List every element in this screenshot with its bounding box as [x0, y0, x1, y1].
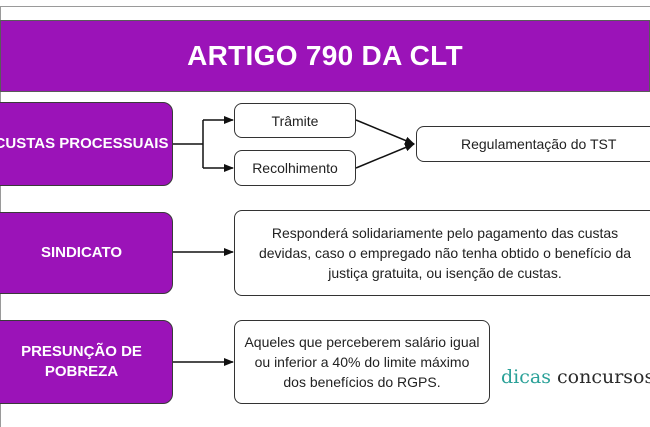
box-sindicato: SINDICATO — [0, 212, 173, 294]
box-custas-label: CUSTAS PROCESSUAIS — [0, 135, 169, 152]
logo-word-dicas: dicas — [501, 366, 551, 388]
dicas-concursos-logo: dicas concursos — [497, 352, 650, 402]
frame-border-top — [0, 6, 650, 7]
box-presuncao-pobreza: PRESUNÇÃO DE POBREZA — [0, 320, 173, 404]
arrow-tramite-to-tst — [355, 119, 415, 145]
box-regulamentacao-tst: Regulamentação do TST — [416, 126, 650, 162]
box-pobreza-text: Aqueles que perceberem salário igual ou … — [234, 320, 490, 404]
diagram-title: ARTIGO 790 DA CLT — [0, 20, 650, 92]
box-sindicato-label: SINDICATO — [40, 244, 123, 261]
box-recolhimento: Recolhimento — [234, 150, 356, 186]
box-sindicato-text: Responderá solidariamente pelo pagamento… — [234, 210, 650, 296]
logo-wordmark: dicas concursos — [501, 366, 650, 388]
pobreza-description: Aqueles que perceberem salário igual ou … — [244, 334, 480, 390]
arrow-recolhimento-to-tst — [355, 143, 415, 169]
box-tramite: Trâmite — [234, 103, 356, 138]
sindicato-description: Responderá solidariamente pelo pagamento… — [258, 225, 632, 281]
regulamentacao-label: Regulamentação do TST — [461, 136, 617, 152]
box-pobreza-label: PRESUNÇÃO DE POBREZA — [21, 343, 142, 380]
tramite-label: Trâmite — [271, 112, 319, 129]
box-custas-processuais: CUSTAS PROCESSUAIS — [0, 102, 173, 186]
logo-word-concursos: concursos — [557, 366, 650, 388]
recolhimento-label: Recolhimento — [252, 160, 338, 176]
